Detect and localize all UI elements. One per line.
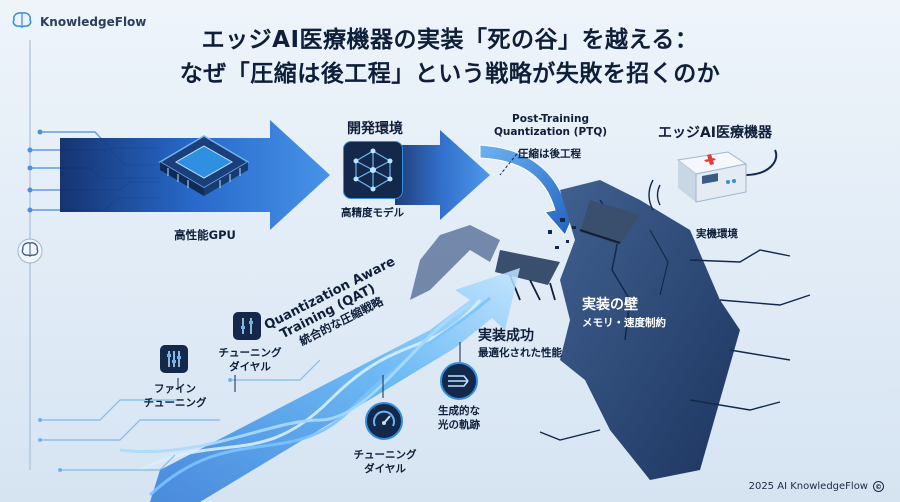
wall-label: 実装の壁 [582, 297, 638, 313]
gen-light-line-2: 光の軌跡 [438, 419, 480, 431]
footer-text: 2025 AI KnowledgeFlow [748, 481, 868, 492]
gen-light-label: 生成的な 光の軌跡 [412, 404, 506, 432]
footer: 2025 AI KnowledgeFlow © [749, 481, 884, 492]
dial-1-label: チューニング ダイヤル [200, 346, 300, 374]
dial-2-line-1: チューニング [353, 449, 417, 461]
copyright-icon: © [873, 481, 884, 492]
ptq-label-line-1: Post-Training [512, 113, 589, 125]
gen-light-line-1: 生成的な [438, 405, 480, 417]
network-icon [343, 141, 403, 199]
light-trail-icon [440, 362, 478, 400]
brand: KnowledgeFlow [10, 11, 146, 33]
fine-tune-label: ファイン チューニング [125, 382, 225, 410]
title-line-2: なぜ「圧縮は後工程」という戦略が失敗を招くのか [179, 61, 721, 87]
success-sub-label: 最適化された性能 [478, 347, 562, 359]
brand-name: KnowledgeFlow [40, 15, 147, 29]
success-label: 実装成功 [478, 328, 534, 344]
chip-icon [158, 132, 250, 214]
ptq-label-line-2: Quantization (PTQ) [493, 126, 608, 138]
copyright-symbol: © [875, 482, 882, 491]
dial-2-line-2: ダイヤル [364, 463, 406, 475]
ptq-label: Post-Training Quantization (PTQ) [488, 113, 613, 139]
brain-icon [16, 238, 44, 268]
wall-sub-label: メモリ・速度制約 [582, 317, 666, 329]
dial-2-label: チューニング ダイヤル [335, 448, 435, 476]
fine-tune-line-1: ファイン [154, 383, 196, 395]
sliders-icon [160, 345, 188, 373]
gauge-icon [365, 402, 403, 440]
sliders-icon [233, 312, 261, 340]
dial-1-line-2: ダイヤル [229, 361, 271, 373]
ptq-jp-label: 圧縮は後工程 [518, 148, 581, 160]
gpu-label: 高性能GPU [174, 228, 236, 242]
title-line-1: エッジAI医療機器の実装「死の谷」を越える： [201, 27, 699, 53]
dial-1-line-1: チューニング [218, 347, 282, 359]
brain-icon [10, 11, 34, 33]
medical-device-icon [668, 148, 750, 210]
model-label: 高精度モデル [341, 207, 404, 219]
dev-env-label: 開発環境 [347, 121, 403, 137]
device-label: エッジAI医療機器 [657, 125, 773, 141]
real-env-label: 実機環境 [696, 228, 738, 240]
fine-tune-line-2: チューニング [143, 397, 207, 409]
